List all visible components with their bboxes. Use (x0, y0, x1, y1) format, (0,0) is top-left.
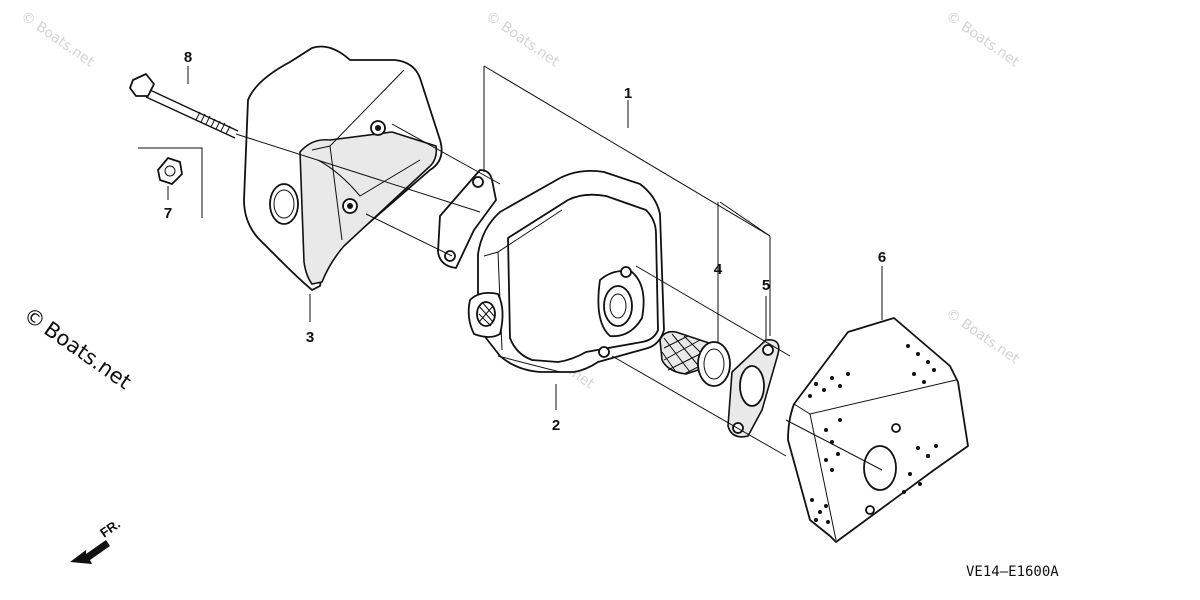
muffler-body-part-2 (467, 169, 665, 373)
watermark-top-left: © Boats.net (18, 8, 98, 70)
watermark-main: ©Boats.net (19, 302, 136, 394)
callout-5: 5 (762, 277, 770, 294)
callout-8: 8 (184, 49, 192, 66)
gasket-part-5 (727, 338, 780, 438)
callout-3: 3 (306, 329, 314, 346)
callout-2: 2 (552, 417, 560, 434)
gasket-upper (437, 169, 497, 269)
watermark-top-center: © Boats.net (483, 8, 563, 70)
spark-arrester-part-4 (659, 330, 731, 387)
callout-7: 7 (164, 205, 172, 222)
callout-numbers: 1 2 3 4 5 6 7 8 (164, 49, 886, 434)
bolt-part-8 (129, 73, 239, 139)
front-label: FR. (97, 516, 123, 540)
heat-shield-part-6 (787, 317, 969, 543)
front-direction-indicator: FR. (70, 516, 123, 564)
watermark-mid-right: © Boats.net (943, 305, 1023, 367)
diagram-code: VE14—E1600A (966, 564, 1059, 580)
callout-1: 1 (624, 85, 632, 102)
callout-4: 4 (714, 261, 723, 278)
leader-lines (187, 66, 883, 410)
watermark-top-right: © Boats.net (943, 8, 1023, 70)
callout-6: 6 (878, 249, 886, 266)
assembly-lines (235, 65, 883, 471)
nut-part-7 (138, 147, 203, 218)
front-arrow-icon (70, 540, 110, 564)
